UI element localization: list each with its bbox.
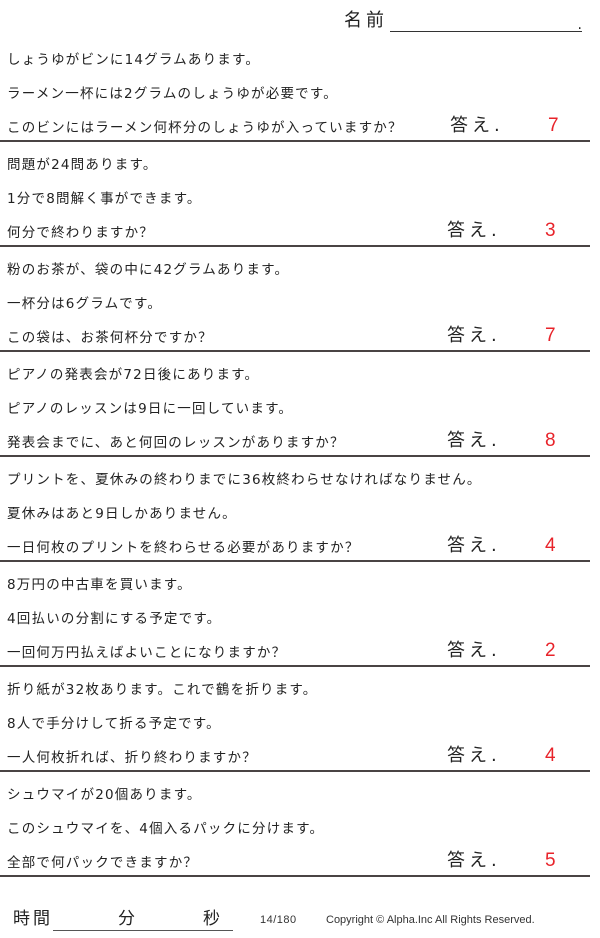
problem-8: シュウマイが20個あります。 このシュウマイを、4個入るパックに分けます。 全部…	[0, 772, 590, 877]
answer-label: 答え.	[447, 325, 501, 346]
answer-value: 3	[545, 220, 556, 241]
problem-list: しょうゆがビンに14グラムあります。 ラーメン一杯には2グラムのしょうゆが必要で…	[0, 37, 590, 877]
problem-line: 粉のお茶が、袋の中に42グラムあります。	[7, 262, 290, 278]
answer-value: 4	[545, 745, 556, 766]
problem-line: 一杯分は6グラムです。	[7, 296, 163, 312]
problem-question: 発表会までに、あと何回のレッスンがありますか？	[7, 435, 345, 451]
answer-label: 答え.	[447, 430, 501, 451]
problem-line: 折り紙が32枚あります。これで鶴を折ります。	[7, 682, 318, 698]
answer-value: 2	[545, 640, 556, 661]
problem-line: ピアノの発表会が72日後にあります。	[7, 367, 260, 383]
problem-6: 8万円の中古車を買います。 4回払いの分割にする予定です。 一回何万円払えばよい…	[0, 562, 590, 667]
answer-label: 答え.	[447, 535, 501, 556]
answer-value: 4	[545, 535, 556, 556]
name-end-dot: .	[577, 17, 582, 33]
problem-line: プリントを、夏休みの終わりまでに36枚終わらせなければなりません。	[7, 472, 482, 488]
answer-area: 答え. 8	[447, 430, 556, 452]
problem-line: このシュウマイを、4個入るパックに分けます。	[7, 821, 325, 837]
answer-area: 答え. 4	[447, 745, 556, 767]
problem-line: ラーメン一杯には2グラムのしょうゆが必要です。	[7, 86, 338, 102]
seconds-label: 秒	[203, 909, 220, 929]
copyright-notice: Copyright © Alpha.Inc All Rights Reserve…	[326, 914, 535, 926]
answer-area: 答え. 7	[450, 115, 559, 137]
problem-line: 8万円の中古車を買います。	[7, 577, 192, 593]
name-field-row: 名前 .	[344, 6, 582, 33]
answer-area: 答え. 7	[447, 325, 556, 347]
problem-line: シュウマイが20個あります。	[7, 787, 202, 803]
problem-question: このビンにはラーメン何杯分のしょうゆが入っていますか？	[7, 120, 403, 136]
answer-area: 答え. 3	[447, 220, 556, 242]
problem-question: 全部で何パックできますか？	[7, 855, 199, 871]
answer-value: 7	[545, 325, 556, 346]
problem-question: 何分で終わりますか？	[7, 225, 154, 241]
answer-label: 答え.	[447, 850, 501, 871]
problem-line: 1分で8問解く事ができます。	[7, 191, 202, 207]
minutes-label: 分	[118, 909, 135, 929]
answer-area: 答え. 5	[447, 850, 556, 872]
answer-value: 8	[545, 430, 556, 451]
answer-area: 答え. 2	[447, 640, 556, 662]
answer-value: 5	[545, 850, 556, 871]
footer: 時間 分 秒 14/180 Copyright © Alpha.Inc All …	[13, 908, 593, 934]
problem-question: 一回何万円払えばよいことになりますか？	[7, 645, 287, 661]
answer-label: 答え.	[447, 640, 501, 661]
answer-value: 7	[548, 115, 559, 136]
problem-7: 折り紙が32枚あります。これで鶴を折ります。 8人で手分けして折る予定です。 一…	[0, 667, 590, 772]
page-number: 14/180	[260, 914, 297, 926]
answer-label: 答え.	[447, 220, 501, 241]
problem-line: 問題が24問あります。	[7, 157, 158, 173]
problem-line: 夏休みはあと9日しかありません。	[7, 506, 237, 522]
answer-label: 答え.	[450, 115, 504, 136]
problem-question: この袋は、お茶何杯分ですか？	[7, 330, 213, 346]
time-label: 時間	[13, 909, 53, 929]
time-input-line[interactable]	[53, 930, 233, 931]
problem-1: しょうゆがビンに14グラムあります。 ラーメン一杯には2グラムのしょうゆが必要で…	[0, 37, 590, 142]
problem-line: 4回払いの分割にする予定です。	[7, 611, 222, 627]
problem-line: しょうゆがビンに14グラムあります。	[7, 52, 261, 68]
problem-line: ピアノのレッスンは9日に一回しています。	[7, 401, 294, 417]
problem-3: 粉のお茶が、袋の中に42グラムあります。 一杯分は6グラムです。 この袋は、お茶…	[0, 247, 590, 352]
answer-label: 答え.	[447, 745, 501, 766]
problem-2: 問題が24問あります。 1分で8問解く事ができます。 何分で終わりますか？ 答え…	[0, 142, 590, 247]
problem-line: 8人で手分けして折る予定です。	[7, 716, 221, 732]
problem-4: ピアノの発表会が72日後にあります。 ピアノのレッスンは9日に一回しています。 …	[0, 352, 590, 457]
problem-5: プリントを、夏休みの終わりまでに36枚終わらせなければなりません。 夏休みはあと…	[0, 457, 590, 562]
name-input-line[interactable]: .	[390, 9, 582, 33]
problem-question: 一人何枚折れば、折り終わりますか？	[7, 750, 257, 766]
answer-area: 答え. 4	[447, 535, 556, 557]
problem-question: 一日何枚のプリントを終わらせる必要がありますか？	[7, 540, 360, 556]
name-label: 名前	[344, 10, 388, 31]
